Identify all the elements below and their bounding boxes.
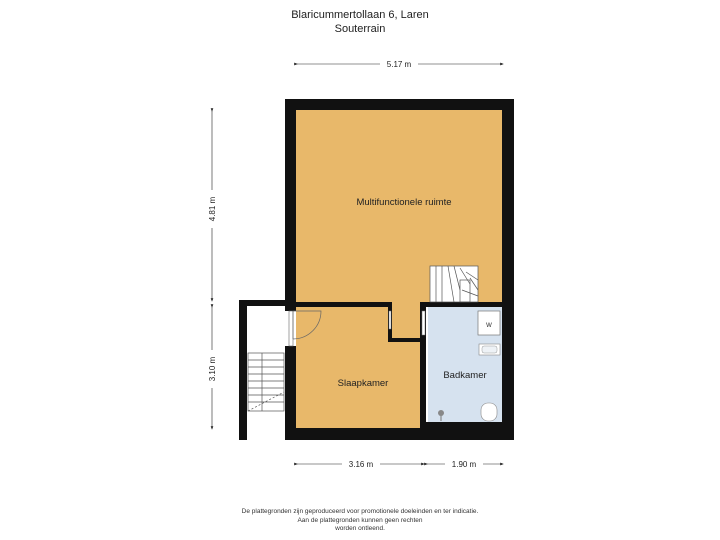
floor-name: Souterrain bbox=[334, 23, 386, 35]
disclaimer-line-1: De plattegronden zijn geproduceerd voor … bbox=[241, 508, 479, 515]
room-label-bedroom: Slaapkamer bbox=[338, 378, 389, 389]
dimension-top: 5.17 m bbox=[294, 58, 504, 70]
dimension-left-lower: 3.10 m bbox=[206, 304, 218, 430]
room-bedroom bbox=[296, 307, 423, 428]
dimension-left-lower-label: 3.10 m bbox=[208, 356, 217, 381]
dimension-bottom-left-label: 3.16 m bbox=[349, 460, 374, 469]
doorway-bathroom bbox=[421, 310, 426, 336]
staircase-main bbox=[429, 265, 479, 303]
washer-fixture: W bbox=[477, 310, 501, 336]
property-address: Blaricummertollaan 6, Laren bbox=[291, 9, 429, 21]
dimension-bottom-right: 1.90 m bbox=[424, 458, 504, 470]
disclaimer-line-3: worden ontleend. bbox=[335, 525, 385, 532]
toilet-fixture bbox=[480, 402, 498, 422]
dimension-bottom-right-label: 1.90 m bbox=[452, 460, 477, 469]
shower-fixture bbox=[438, 410, 444, 421]
exterior-walls bbox=[239, 99, 514, 440]
washer-label: W bbox=[486, 323, 492, 329]
staircase-annex bbox=[247, 352, 285, 412]
doorway-bedroom-hall bbox=[388, 310, 392, 330]
dimension-bottom-left: 3.16 m bbox=[294, 458, 425, 470]
bedroom-door bbox=[288, 310, 322, 347]
room-label-bathroom: Badkamer bbox=[443, 370, 486, 381]
dimension-left-upper-label: 4.81 m bbox=[208, 196, 217, 221]
sink-fixture bbox=[478, 343, 501, 356]
dimension-left-upper: 4.81 m bbox=[206, 108, 218, 302]
disclaimer: De plattegronden zijn geproduceerd voor … bbox=[0, 508, 720, 534]
dimension-top-label: 5.17 m bbox=[387, 60, 412, 69]
disclaimer-line-2: Aan de plattegronden kunnen geen rechten bbox=[297, 516, 423, 524]
room-label-multifunctional: Multifunctionele ruimte bbox=[356, 197, 451, 208]
